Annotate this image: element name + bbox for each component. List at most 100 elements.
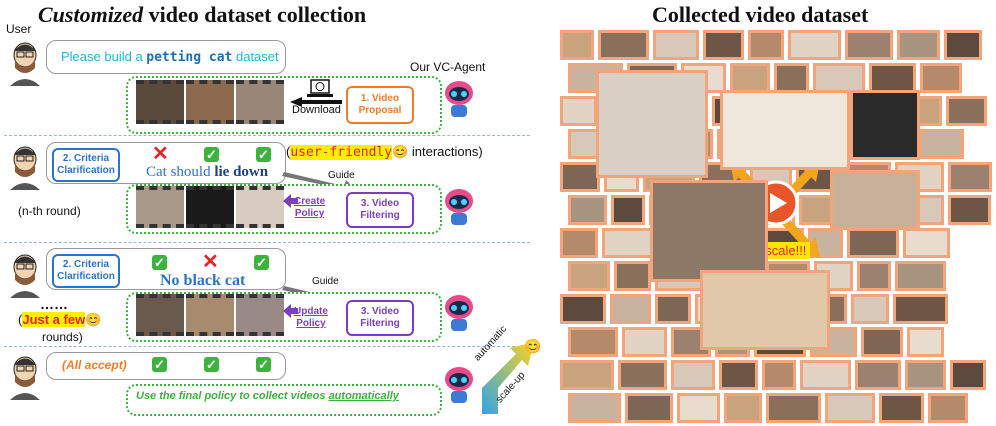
video-tile [618, 360, 667, 390]
section-divider [4, 135, 530, 136]
guide-label: Guide [328, 170, 355, 181]
nth-round-label: (n-th round) [18, 204, 81, 218]
video-tile [847, 228, 899, 258]
video-tile-large [650, 180, 768, 282]
video-tile [703, 30, 744, 60]
video-tile [724, 393, 762, 423]
video-tile [560, 294, 606, 324]
video-tile [614, 261, 651, 291]
video-tile [568, 261, 610, 291]
request-bubble: Please build a petting cat dataset [46, 40, 286, 74]
video-tile [568, 327, 618, 357]
video-proposal-step: 1. Video Proposal [346, 86, 414, 124]
robot-agent-icon [445, 81, 473, 117]
video-tile [905, 360, 946, 390]
user-avatar-icon [10, 42, 40, 86]
right-panel-title: Collected video dataset [652, 2, 869, 27]
video-tile-large [700, 270, 830, 350]
title-emphasis: Customized [38, 2, 144, 27]
accept-check-icon: ✓ [204, 147, 219, 162]
video-tile [845, 30, 893, 60]
video-tile [671, 360, 715, 390]
title-rest: video dataset collection [143, 2, 367, 27]
video-tile [920, 63, 962, 93]
video-tile [788, 30, 841, 60]
guide-label: Guide [312, 276, 339, 287]
video-tile [560, 228, 598, 258]
video-tile [855, 360, 901, 390]
robot-agent-icon [445, 189, 473, 225]
rounds-label: rounds) [42, 330, 83, 344]
back-arrow-icon [283, 194, 298, 208]
request-text: Please build a petting cat dataset [61, 49, 279, 65]
reject-cross-icon: ✕ [152, 143, 169, 165]
video-tile [719, 360, 758, 390]
laptop-icon [307, 79, 333, 97]
video-tile [879, 393, 924, 423]
video-tile [907, 327, 944, 357]
video-tile [857, 261, 891, 291]
video-tile [903, 228, 950, 258]
video-tile-large [830, 170, 920, 230]
final-policy-box [126, 384, 442, 416]
video-tile [602, 228, 657, 258]
video-tile [799, 195, 835, 225]
video-tile [919, 129, 964, 159]
video-thumbnail [186, 294, 234, 336]
ellipsis-dots: …… [40, 296, 68, 312]
criteria-clarification-step: 2. Criteria Clarification [52, 254, 120, 288]
video-thumbnail [236, 80, 284, 124]
robot-agent-icon [445, 295, 473, 331]
scale-up-arrow-icon [482, 342, 534, 414]
video-tile [825, 393, 875, 423]
video-tile [560, 96, 597, 126]
video-tile [730, 63, 770, 93]
video-tile-large [850, 90, 920, 160]
video-tile [611, 195, 645, 225]
video-tile [655, 294, 691, 324]
guide-arrow-icon [282, 172, 358, 194]
video-thumbnail [236, 186, 284, 228]
video-thumbnail [136, 294, 184, 336]
criteria-text-2: No black cat [160, 272, 246, 289]
video-tile [766, 393, 821, 423]
video-tile [893, 294, 948, 324]
video-tile [560, 30, 594, 60]
video-tile [653, 30, 699, 60]
video-tile [869, 63, 916, 93]
user-avatar-icon [10, 146, 40, 190]
video-tile [774, 63, 809, 93]
video-tile [800, 360, 851, 390]
smile-emoji: 😊 [524, 338, 542, 354]
video-tile [762, 360, 796, 390]
video-tile [948, 162, 992, 192]
video-tile [928, 393, 968, 423]
video-tile [568, 195, 607, 225]
accept-check-icon: ✓ [256, 147, 271, 162]
video-filtering-step: 3. Video Filtering [346, 300, 414, 336]
video-tile [861, 327, 903, 357]
video-tile [895, 261, 946, 291]
robot-agent-icon [445, 367, 473, 403]
user-label: User [6, 22, 32, 36]
video-filtering-step: 3. Video Filtering [346, 192, 414, 228]
final-policy-text: Use the final policy to collect videos a… [136, 390, 399, 402]
section-divider [4, 346, 530, 347]
video-tile [948, 195, 991, 225]
accept-check-icon: ✓ [254, 255, 269, 270]
video-tile [625, 393, 673, 423]
video-tile [813, 63, 865, 93]
video-tile [851, 294, 889, 324]
video-thumbnail [186, 80, 234, 124]
back-arrow-icon [283, 304, 298, 318]
video-thumbnail [186, 186, 234, 228]
accept-check-icon: ✓ [152, 357, 167, 372]
video-tile [560, 162, 600, 192]
video-thumbnail [236, 294, 284, 336]
create-policy-label: Create Policy [294, 196, 326, 219]
all-accept-label: (All accept) [62, 358, 127, 372]
user-friendly-note: (user-friendly😊 interactions) [286, 144, 483, 160]
video-thumbnail [136, 80, 184, 124]
video-tile [677, 393, 720, 423]
criteria-text-1: Cat should lie down [146, 164, 269, 180]
